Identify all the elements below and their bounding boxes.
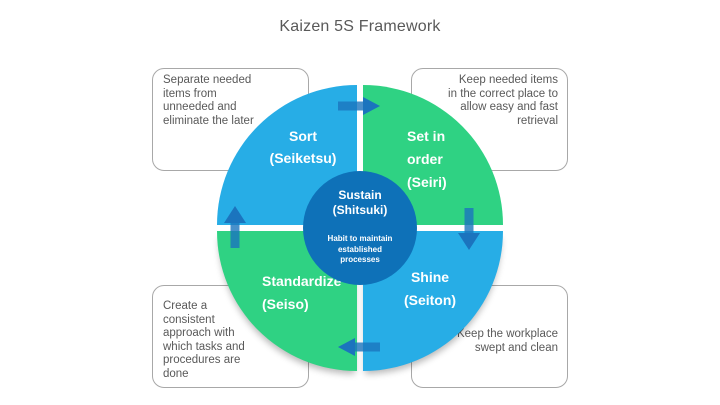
note-text-set-in-order: Keep needed items in the correct place t… bbox=[448, 74, 558, 127]
arrow-up-icon bbox=[224, 206, 246, 248]
center-description: Habit to maintain established processes bbox=[327, 234, 393, 264]
5s-cycle-wheel: Sort (Seiketsu) Set in order (Seiri) Sta… bbox=[217, 85, 503, 371]
quadrant-label-sort: Sort (Seiketsu) bbox=[253, 125, 353, 169]
arrow-left-icon bbox=[338, 338, 380, 356]
quadrant-label-sub: (Seiton) bbox=[403, 291, 457, 308]
quadrant-label-text: Set in order bbox=[407, 128, 446, 167]
quadrant-label-standardize: Standardize (Seiso) bbox=[262, 270, 372, 316]
sustain-center-circle: Sustain (Shitsuki) Habit to maintain est… bbox=[303, 171, 417, 285]
quadrant-label-sub: (Seiso) bbox=[262, 296, 309, 312]
center-sub: (Shitsuki) bbox=[332, 202, 388, 217]
note-text-shine: Keep the workplace swept and clean bbox=[456, 328, 558, 354]
quadrant-label-text: Sort bbox=[289, 128, 317, 144]
page-title: Kaizen 5S Framework bbox=[279, 18, 441, 35]
quadrant-label-sub: (Seiketsu) bbox=[269, 150, 337, 166]
center-label: Sustain bbox=[338, 188, 382, 202]
quadrant-label-shine: Shine (Seiton) bbox=[385, 266, 475, 311]
arrow-right-icon bbox=[338, 97, 380, 115]
note-text-standardize: Create a consistent approach with which … bbox=[163, 300, 245, 380]
center-title: Sustain (Shitsuki) bbox=[303, 188, 417, 217]
quadrant-label-text: Standardize bbox=[262, 273, 342, 289]
quadrant-label-sub: (Seiri) bbox=[407, 174, 447, 190]
quadrant-label-set-in-order: Set in order (Seiri) bbox=[407, 125, 469, 194]
arrow-down-icon bbox=[458, 208, 480, 250]
quadrant-label-text: Shine bbox=[410, 269, 450, 285]
note-text-sort: Separate needed items from unneeded and … bbox=[163, 74, 254, 127]
